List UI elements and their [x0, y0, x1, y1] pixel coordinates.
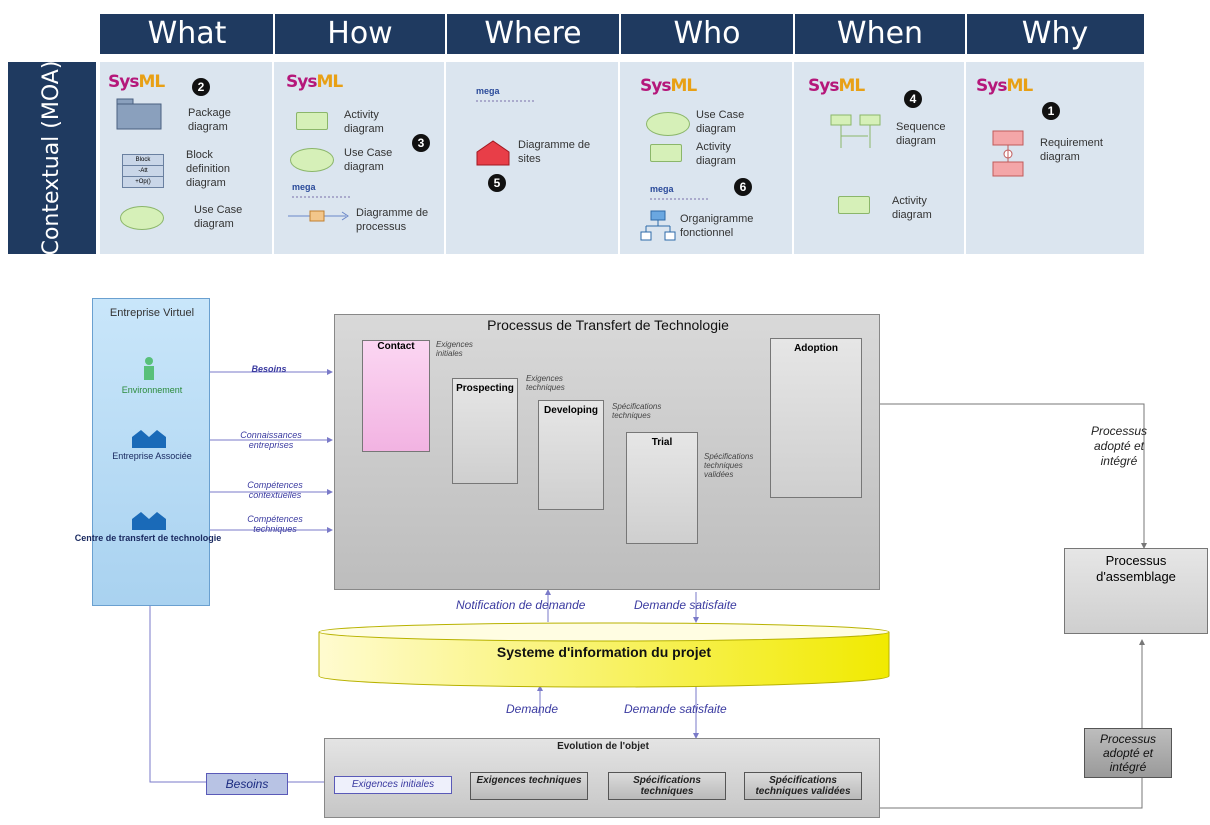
cell-how: SysML Activity diagram 3 Use Case diagra…: [274, 62, 446, 254]
besoins-box: Besoins: [206, 773, 288, 795]
use-case-label: Use Case diagram: [344, 147, 393, 173]
number-badge: 4: [904, 90, 922, 108]
site-diagram-label: Diagramme de sites: [518, 139, 591, 165]
factory-icon: [132, 430, 166, 448]
cell-why: SysML 1 Requirement diagram: [966, 62, 1144, 254]
input-competences-techniques: Compétences techniques: [247, 514, 303, 534]
mega-logo: mega: [292, 182, 349, 198]
site-icon: [476, 140, 510, 166]
person-icon: [144, 357, 154, 380]
package-icon: [116, 98, 162, 130]
column-header-how: How: [274, 14, 446, 54]
assembly-process: Processus d'assemblage: [1064, 548, 1208, 634]
activity-icon: [296, 112, 328, 130]
transfer-process-title: Processus de Transfert de Technologie: [487, 317, 729, 333]
sequence-icon: [830, 114, 881, 148]
sysml-logo: SysML: [640, 76, 697, 96]
sequence-diagram-label: Sequence diagram: [896, 121, 946, 147]
process-icon: [288, 210, 349, 222]
adopted-box: Processus adopté et intégré: [1084, 728, 1172, 778]
number-badge: 5: [488, 174, 506, 192]
cell-what: SysML 2 Package diagram Block-Att+Op() B…: [100, 62, 274, 254]
number-badge: 6: [734, 178, 752, 196]
column-header-when: When: [794, 14, 966, 54]
actor-environnement: Environnement: [121, 385, 183, 395]
column-header-who: Who: [620, 14, 794, 54]
number-badge: 3: [412, 134, 430, 152]
actor-centre-transfert: Centre de transfert de technologie: [74, 533, 222, 543]
adopted-label: Processus adopté et intégré: [1090, 424, 1148, 468]
flow-specifications-validees: Spécifications techniques validées: [704, 452, 754, 479]
number-badge: 2: [192, 78, 210, 96]
cell-who: SysML Use Case diagram Activity diagram …: [620, 62, 794, 254]
activity-icon: [838, 196, 870, 214]
column-header-why: Why: [966, 14, 1144, 54]
activity-diagram-label: Activity diagram: [344, 109, 384, 135]
use-case-icon: [290, 148, 334, 172]
mega-logo: mega: [476, 86, 533, 102]
cell-when: SysML 4 Sequence diagram Activity diagra…: [794, 62, 966, 254]
block-definition-label: Block definition diagram: [186, 149, 231, 189]
sysml-logo: SysML: [976, 76, 1033, 96]
flow-exigences-initiales: Exigences initiales: [436, 340, 473, 358]
flow-demande: Demande: [506, 702, 559, 716]
information-system: [318, 622, 890, 688]
virtual-enterprise-title: Entreprise Virtuel: [109, 307, 195, 319]
package-diagram-label: Package diagram: [188, 107, 231, 133]
phase-prospecting: Prospecting: [452, 378, 518, 484]
evolution-specifications-techniques: Spécifications techniques: [608, 772, 726, 800]
number-badge: 1: [1042, 102, 1060, 120]
mega-logo: mega: [650, 184, 707, 200]
virtual-enterprise-panel: Entreprise Virtuel Environnement Entrepr…: [75, 298, 221, 606]
information-system-title: Systeme d'information du projet: [496, 644, 712, 660]
process-diagram-label: Diagramme de processus: [356, 207, 429, 233]
flow-specifications-techniques: Spécifications techniques: [612, 402, 662, 420]
factory-icon: [132, 512, 166, 530]
evolution-exigences-initiales: Exigences initiales: [334, 776, 452, 794]
requirement-diagram-label: Requirement diagram: [1040, 137, 1103, 163]
evolution-specifications-validees: Spécifications techniques validées: [744, 772, 862, 800]
phase-contact: Contact: [362, 340, 430, 452]
phase-adoption: Adoption: [770, 338, 862, 498]
input-competences-contextuelles: Compétences contextuelles: [247, 480, 303, 500]
actor-entreprise-associee: Entreprise Associée: [112, 451, 192, 461]
sysml-logo: SysML: [808, 76, 865, 96]
row-label: Contextual (MOA): [8, 61, 96, 255]
activity-icon: [650, 144, 682, 162]
input-connaissances: Connaissances entreprises: [240, 430, 302, 450]
cell-where: mega Diagramme de sites 5: [446, 62, 620, 254]
requirement-icon: [992, 130, 1024, 177]
phase-developing: Developing: [538, 400, 604, 510]
phase-trial: Trial: [626, 432, 698, 544]
column-header-where: Where: [446, 14, 620, 54]
column-header-what: What: [100, 14, 274, 54]
block-icon: Block-Att+Op(): [122, 154, 164, 188]
flow-demande-satisfaite-bottom: Demande satisfaite: [624, 702, 727, 716]
input-besoins: Besoins: [251, 364, 287, 374]
flow-demande-satisfaite-top: Demande satisfaite: [634, 598, 737, 612]
activity-diagram-label: Activity diagram: [892, 195, 932, 221]
use-case-label: Use Case diagram: [194, 204, 243, 230]
use-case-label: Use Case diagram: [696, 109, 745, 135]
sysml-logo: SysML: [108, 72, 165, 92]
use-case-icon: [646, 112, 690, 136]
org-chart-icon: [640, 210, 676, 241]
use-case-icon: [120, 206, 164, 230]
flow-notification-demande: Notification de demande: [456, 598, 586, 612]
sysml-logo: SysML: [286, 72, 343, 92]
org-chart-label: Organigramme fonctionnel: [680, 213, 754, 239]
flow-exigences-techniques: Exigences techniques: [526, 374, 565, 392]
evolution-title: Evolution de l'objet: [557, 741, 649, 752]
evolution-exigences-techniques: Exigences techniques: [470, 772, 588, 800]
activity-diagram-label: Activity diagram: [696, 141, 736, 167]
